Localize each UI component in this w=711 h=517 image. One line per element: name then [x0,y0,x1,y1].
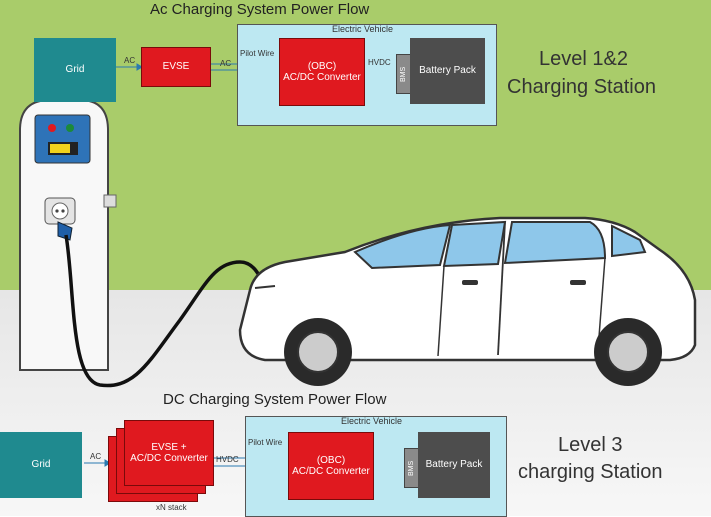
ac-obc-box: (OBC) AC/DC Converter [279,38,365,106]
level3-title-line1: Level 3 [558,434,623,456]
ac-battery-box: Battery Pack [410,38,485,104]
dc-battery-box: Battery Pack [418,432,490,498]
car-rear-door-window [503,221,607,265]
charging-station-post [19,99,117,371]
dc-grid-box: Grid [0,432,82,498]
dc-obc-box: (OBC) AC/DC Converter [288,432,374,500]
dc-diagram-title: DC Charging System Power Flow [163,391,387,408]
station-red-light [48,124,56,132]
dc-grid-link-label: AC [90,452,102,461]
level12-title-line1: Level 1&2 [539,48,628,70]
charging-cable [64,234,267,388]
ac-hvdc-label: HVDC [368,58,391,67]
ac-evse-link-label: AC [220,59,232,68]
car-front-door-window [442,220,507,268]
dc-hvdc-label: HVDC [216,455,239,464]
car-windshield [353,223,452,270]
ac-obc-label: (OBC) AC/DC Converter [283,60,361,84]
ac-evse-box: EVSE [141,47,211,87]
car-rear-window [611,224,647,258]
ac-grid-link-label: AC [124,56,136,65]
dc-bms-label: BMS [407,460,415,476]
ac-electric-vehicle-title: Electric Vehicle [332,24,394,34]
electric-car [238,216,697,386]
ac-pilot-wire-label: Pilot Wire [240,49,275,58]
dc-evse-label: EVSE + AC/DC Converter [130,441,208,465]
ac-evse-label: EVSE [162,61,190,73]
dc-obc-label: (OBC) AC/DC Converter [292,454,370,478]
ac-grid-box: Grid [34,38,116,102]
charging-plug [57,221,73,241]
dc-evse-box: EVSE + AC/DC Converter [124,420,214,486]
ac-battery-label: Battery Pack [419,65,476,77]
level3-title-line2: charging Station [518,461,663,483]
dc-stack-note: xN stack [156,503,187,512]
ac-grid-label: Grid [65,64,85,76]
dc-electric-vehicle-title: Electric Vehicle [341,416,403,426]
dc-grid-label: Grid [31,459,51,471]
ac-bms-label: BMS [399,66,407,82]
station-green-light [66,124,74,132]
dc-pilot-wire-label: Pilot Wire [248,438,283,447]
ac-diagram-title: Ac Charging System Power Flow [150,1,370,18]
station-control-panel [34,114,91,164]
level12-title-line2: Charging Station [507,76,656,98]
dc-battery-label: Battery Pack [425,459,483,471]
